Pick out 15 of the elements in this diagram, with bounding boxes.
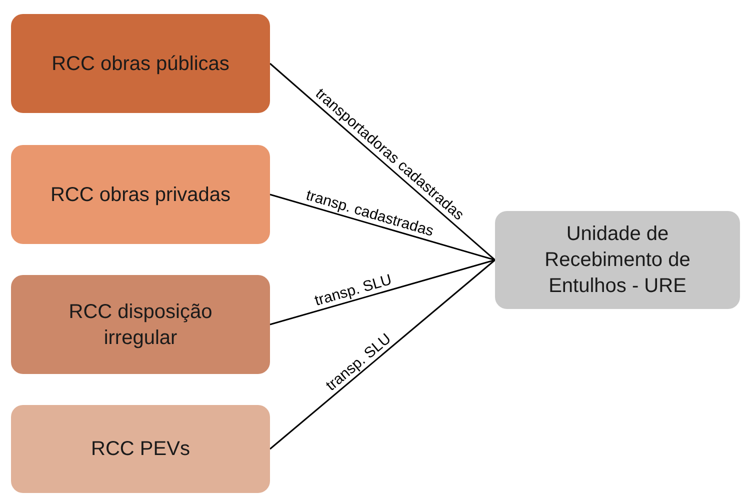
box-label: RCC obras públicas	[52, 52, 230, 76]
connector-line	[270, 62, 496, 261]
process-box	[11, 275, 270, 374]
connector-line	[270, 259, 496, 450]
box-label: RCC PEVs	[91, 437, 190, 462]
edge-label: transp. SLU	[312, 272, 393, 308]
process-box	[11, 14, 270, 113]
process-box	[11, 405, 270, 493]
process-box	[495, 211, 740, 309]
box-label: RCC disposição irregular	[68, 300, 214, 350]
process-box	[11, 145, 270, 244]
connector-line	[270, 259, 496, 326]
box-label: Unidade de Recebimento de Entulhos - URE	[544, 222, 692, 299]
box-label: RCC obras privadas	[50, 182, 231, 208]
connector-line	[270, 194, 496, 261]
